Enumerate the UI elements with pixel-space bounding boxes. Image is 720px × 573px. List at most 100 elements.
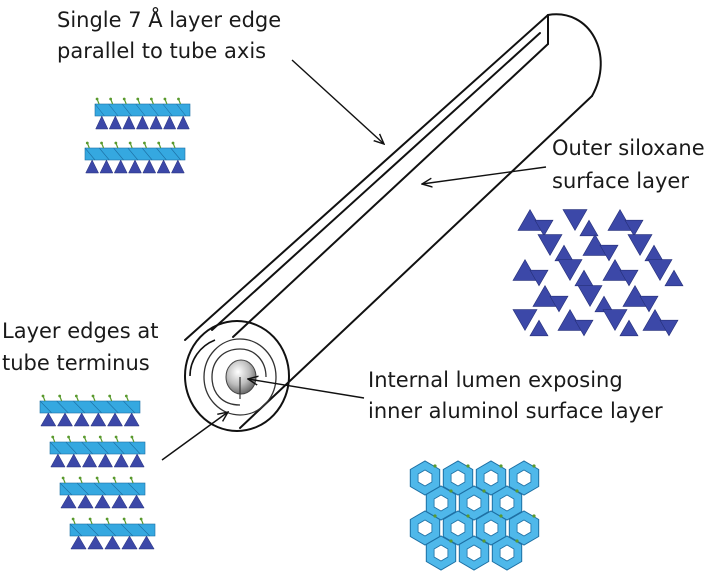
tetrahedron (113, 159, 128, 174)
hydroxyl-marker (85, 141, 89, 145)
hydroxyl-marker (41, 394, 45, 398)
octahedron-edge (120, 523, 134, 537)
octahedron-edge (106, 400, 119, 414)
tetrahedron (113, 453, 129, 468)
label-lumen-line1: Internal lumen exposing (368, 368, 623, 392)
tetrahedron (73, 412, 90, 427)
clay-layer (59, 476, 146, 509)
hydroxyl-marker (100, 141, 103, 145)
tetrahedron (70, 535, 87, 550)
tetrahedron (163, 115, 177, 130)
hydroxyl-marker (128, 141, 132, 145)
tube-end-outer (184, 320, 290, 432)
hydroxyl-marker (98, 435, 102, 439)
tetrahedron (87, 535, 104, 550)
hydroxyl-marker (163, 97, 167, 101)
siloxane-tetrahedron (534, 219, 554, 237)
octahedron-edge (123, 400, 136, 414)
layer-stack-illustration-bottom (39, 394, 156, 550)
hydroxyl-marker (171, 141, 175, 145)
octahedron-edge (156, 147, 167, 161)
hydroxyl-marker (88, 517, 92, 521)
hydroxyl-marker (95, 476, 99, 480)
aluminol-ring-hole (483, 469, 499, 487)
aluminol-ring-hole (450, 469, 466, 487)
label-outer-line1: Outer siloxane (552, 136, 705, 160)
clay-layer (84, 141, 186, 174)
hydroxyl-marker (129, 476, 133, 480)
clay-layer (69, 517, 156, 550)
octahedron-edge (39, 400, 52, 414)
siloxane-tetrahedron (579, 219, 599, 237)
hydroxyl-marker (449, 489, 453, 493)
siloxane-tetrahedron (602, 309, 628, 332)
tetrahedron (95, 115, 109, 130)
siloxane-tetrahedron (659, 319, 679, 337)
arrow-terminus (161, 412, 228, 461)
hydroxyl-marker (482, 539, 486, 543)
clay-layer (49, 435, 146, 468)
octahedron-edge (84, 147, 96, 161)
hydroxyl-marker (122, 517, 126, 521)
tetrahedron (82, 453, 98, 468)
layer-edge-line-outer (211, 32, 541, 331)
hydroxyl-marker (177, 97, 180, 101)
siloxane-tetrahedron (512, 309, 538, 332)
siloxane-tetrahedron (639, 295, 659, 313)
hydroxyl-marker (91, 394, 95, 398)
octahedron-edge (128, 441, 141, 455)
hydroxyl-marker (449, 539, 453, 543)
layer-stack-illustration-top (84, 97, 191, 174)
octahedral-band (94, 103, 191, 117)
clay-layer (94, 97, 191, 130)
octahedron-edge (162, 103, 173, 117)
siloxane-tetrahedron (664, 269, 684, 287)
hydroxyl-marker (114, 141, 118, 145)
label-outer-line2: surface layer (552, 169, 689, 193)
hydroxyl-marker (466, 464, 470, 468)
label-layer-edge-line1: Single 7 Å layer edge (57, 6, 281, 32)
siloxane-tetrahedron (537, 234, 563, 257)
octahedron-edge (49, 441, 62, 455)
octahedron-edge (81, 441, 93, 455)
octahedron-edge (89, 400, 102, 414)
tetrahedron (77, 494, 94, 509)
octahedron-edge (93, 482, 107, 496)
tetrahedron (40, 412, 57, 427)
tetrahedron (176, 115, 190, 130)
octahedron-edge (121, 103, 132, 117)
siloxane-network-illustration (512, 208, 684, 337)
octahedron-edge (76, 482, 90, 496)
octahedron-edge (86, 523, 100, 537)
octahedron-edge (65, 441, 78, 455)
hydroxyl-marker (109, 97, 113, 101)
siloxane-tetrahedron (644, 244, 664, 262)
octahedron-edge (103, 523, 117, 537)
tetrahedron (149, 115, 163, 130)
octahedron-edge (113, 147, 124, 161)
hydroxyl-marker (532, 464, 536, 468)
hydroxyl-marker (136, 97, 140, 101)
tetrahedron (142, 159, 157, 174)
aluminol-ring-hole (516, 469, 532, 487)
hydroxyl-marker (61, 476, 65, 480)
octahedron-edge (170, 147, 181, 161)
tetrahedron (156, 159, 171, 174)
hydroxyl-marker (51, 435, 55, 439)
layer-edge-line-inner (232, 43, 549, 338)
hydroxyl-marker (157, 141, 161, 145)
siloxane-tetrahedron (574, 319, 594, 337)
aluminol-ring-hole (417, 519, 433, 537)
tetrahedron (138, 535, 155, 550)
hydroxyl-marker (58, 394, 62, 398)
hydroxyl-marker (108, 394, 112, 398)
hydroxyl-marker (114, 435, 118, 439)
tube-far-end (547, 13, 602, 97)
octahedron-edge (110, 482, 124, 496)
tetrahedron (121, 535, 138, 550)
hydroxyl-marker (515, 489, 519, 493)
hydroxyl-marker (515, 539, 519, 543)
siloxane-tetrahedron (557, 259, 583, 282)
octahedron-edge (94, 103, 105, 117)
